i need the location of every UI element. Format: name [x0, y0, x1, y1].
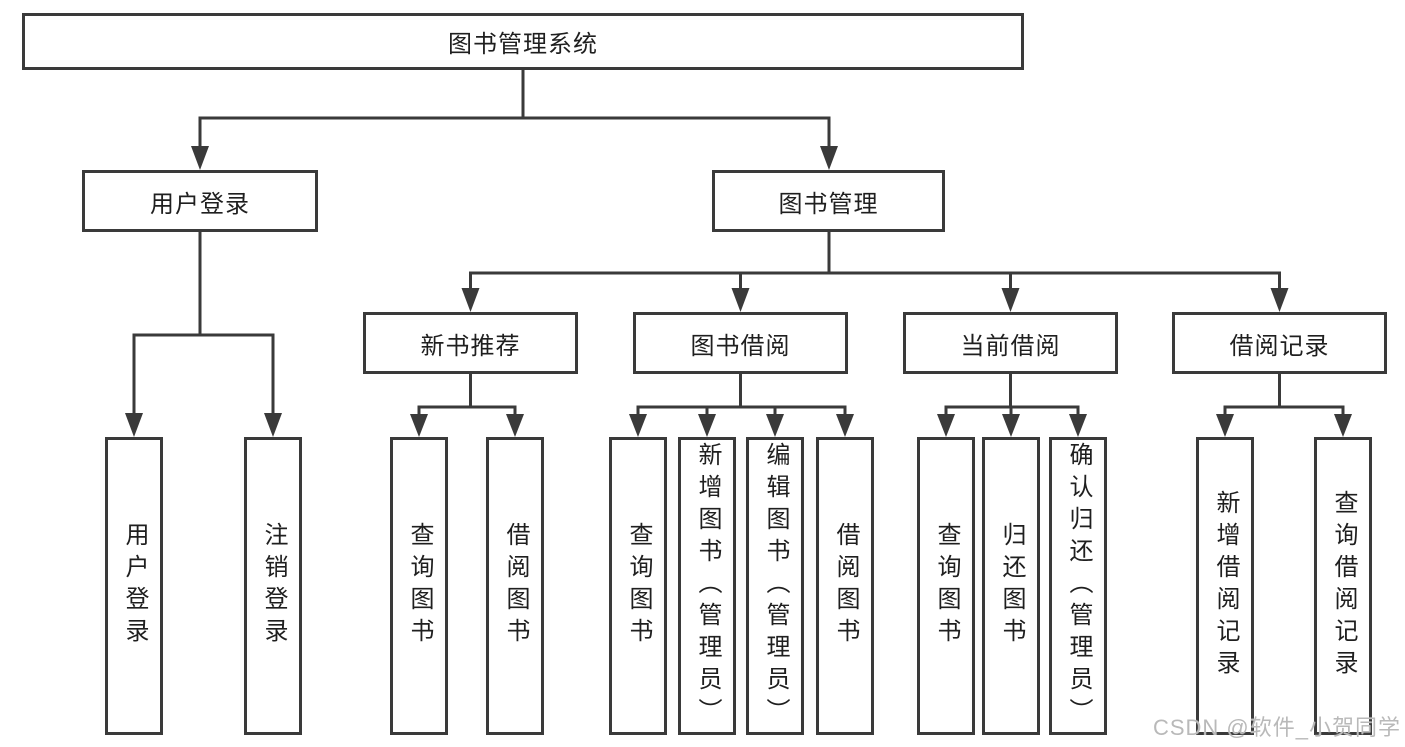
- leaf-label: 确认归还（管理员）: [1065, 442, 1092, 730]
- leaf-confirm-return-admin: 确认归还（管理员）: [1049, 437, 1107, 735]
- leaf-add-borrow-record: 新增借阅记录: [1196, 437, 1254, 735]
- node-book-management: 图书管理: [712, 170, 945, 232]
- leaf-label: 查询图书: [406, 522, 433, 650]
- node-user-login: 用户登录: [82, 170, 318, 232]
- leaf-borrow-books: 借阅图书: [486, 437, 544, 735]
- connector-login-to-leaves: [125, 232, 282, 437]
- csdn-watermark: CSDN @软件_小贺同学: [1152, 715, 1401, 740]
- leaf-label: 查询图书: [933, 522, 960, 650]
- leaf-edit-books-admin: 编辑图书（管理员）: [746, 437, 804, 735]
- node-current-borrow: 当前借阅: [903, 312, 1118, 374]
- leaf-label: 编辑图书（管理员）: [762, 442, 789, 730]
- leaf-user-login: 用户登录: [105, 437, 163, 735]
- leaf-label: 查询图书: [625, 522, 652, 650]
- leaf-label: 注销登录: [260, 522, 287, 650]
- connector-mgmt-to-level3: [461, 232, 1289, 312]
- leaf-add-books-admin: 新增图书（管理员）: [678, 437, 736, 735]
- node-root-system: 图书管理系统: [22, 13, 1024, 70]
- leaf-label: 新增借阅记录: [1212, 490, 1239, 682]
- leaf-label: 借阅图书: [832, 522, 859, 650]
- leaf-label: 借阅图书: [502, 522, 529, 650]
- leaf-query-books: 查询图书: [390, 437, 448, 735]
- node-borrow-records: 借阅记录: [1172, 312, 1387, 374]
- leaf-borrow-books: 借阅图书: [816, 437, 874, 735]
- connector-records-to-leaves: [1216, 374, 1352, 437]
- leaf-label: 新增图书（管理员）: [694, 442, 721, 730]
- leaf-query-books: 查询图书: [609, 437, 667, 735]
- leaf-return-books: 归还图书: [982, 437, 1040, 735]
- connector-newbooks-to-leaves: [410, 374, 524, 437]
- node-new-book-recommend: 新书推荐: [363, 312, 578, 374]
- leaf-query-books: 查询图书: [917, 437, 975, 735]
- connector-root-to-level2: [191, 69, 838, 170]
- connector-current-to-leaves: [937, 374, 1087, 437]
- leaf-label: 用户登录: [121, 522, 148, 650]
- leaf-label: 查询借阅记录: [1330, 490, 1357, 682]
- leaf-logout: 注销登录: [244, 437, 302, 735]
- connector-borrow-to-leaves: [629, 374, 854, 437]
- node-book-borrow: 图书借阅: [633, 312, 848, 374]
- leaf-label: 归还图书: [998, 522, 1025, 650]
- leaf-query-borrow-record: 查询借阅记录: [1314, 437, 1372, 735]
